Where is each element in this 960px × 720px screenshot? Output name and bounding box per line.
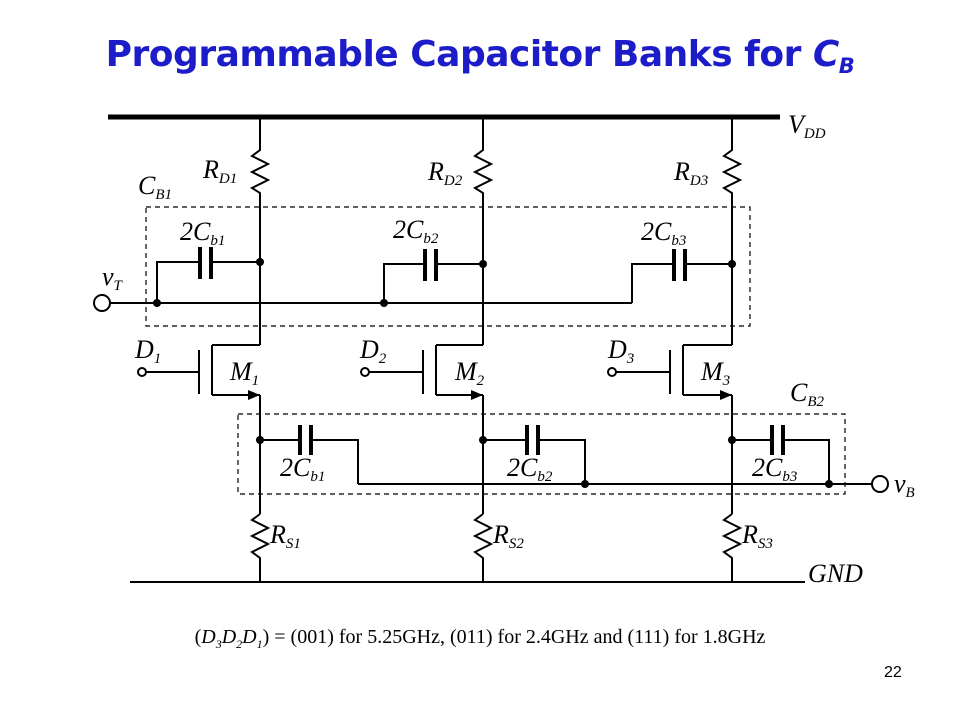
vdd-label: VDD [788, 110, 826, 142]
rs2-label: RS2 [492, 520, 524, 552]
rd2-resistor [472, 117, 494, 264]
branch-3 [607, 117, 743, 582]
frequency-table-caption: (D3D2D1) = (001) for 5.25GHz, (011) for … [194, 626, 766, 651]
rd1-label: RD1 [202, 155, 237, 187]
rs3-resistor [721, 513, 743, 582]
junction-dot [728, 436, 736, 444]
junction-dot [479, 436, 487, 444]
bot-cap1-label: 2Cb1 [280, 453, 325, 485]
m3-source-arrow [720, 390, 732, 400]
rs1-label: RS1 [269, 520, 301, 552]
top-cap2-label: 2Cb2 [393, 215, 439, 247]
title-symbol-main: C [812, 34, 839, 75]
m2-label: M2 [454, 357, 485, 389]
d2-terminal[interactable] [360, 367, 370, 377]
junction-dot [256, 258, 264, 266]
gnd-label: GND [808, 559, 863, 588]
title-symbol: CB [812, 34, 855, 78]
branch-2 [360, 117, 494, 582]
title-symbol-sub: B [838, 54, 855, 78]
cb1-label: CB1 [138, 171, 172, 203]
junction-dot [479, 260, 487, 268]
d1-terminal[interactable] [137, 367, 147, 377]
rd2-label: RD2 [427, 157, 463, 189]
top-cap3-label: 2Cb3 [641, 217, 686, 249]
rd3-resistor [721, 117, 743, 264]
rd1-resistor [249, 117, 271, 262]
rd3-label: RD3 [673, 157, 708, 189]
cb2-bank-box [237, 413, 846, 495]
m1-label: M1 [229, 357, 259, 389]
page-number: 22 [884, 664, 902, 681]
bot-cap3-label: 2Cb3 [752, 453, 797, 485]
vb-label: vB [894, 469, 915, 501]
cb1-network [93, 247, 736, 312]
junction-dot [581, 480, 589, 488]
bot-cap2-label: 2Cb2 [507, 453, 553, 485]
m1-source-arrow [248, 390, 260, 400]
d1-label: D1 [134, 335, 161, 367]
rs3-label: RS3 [741, 520, 773, 552]
junction-dot [380, 299, 388, 307]
junction-dot [256, 436, 264, 444]
top-cap1-label: 2Cb1 [180, 217, 225, 249]
d3-terminal[interactable] [607, 367, 617, 377]
vt-label: vT [102, 262, 124, 294]
junction-dot [825, 480, 833, 488]
cb1-bank-box [145, 206, 751, 327]
title-text: Programmable Capacitor Banks for [105, 34, 813, 75]
junction-dot [153, 299, 161, 307]
cb2-label: CB2 [790, 378, 825, 410]
cb2-network [256, 425, 889, 493]
junction-dot [728, 260, 736, 268]
m3-label: M3 [700, 357, 730, 389]
rs1-resistor [249, 513, 271, 582]
page-title: Programmable Capacitor Banks for CB [0, 34, 960, 78]
vb-terminal[interactable] [871, 475, 889, 493]
rs2-resistor [472, 513, 494, 582]
vt-terminal[interactable] [93, 294, 111, 312]
d3-label: D3 [607, 335, 634, 367]
m2-source-arrow [471, 390, 483, 400]
d2-label: D2 [359, 335, 387, 367]
